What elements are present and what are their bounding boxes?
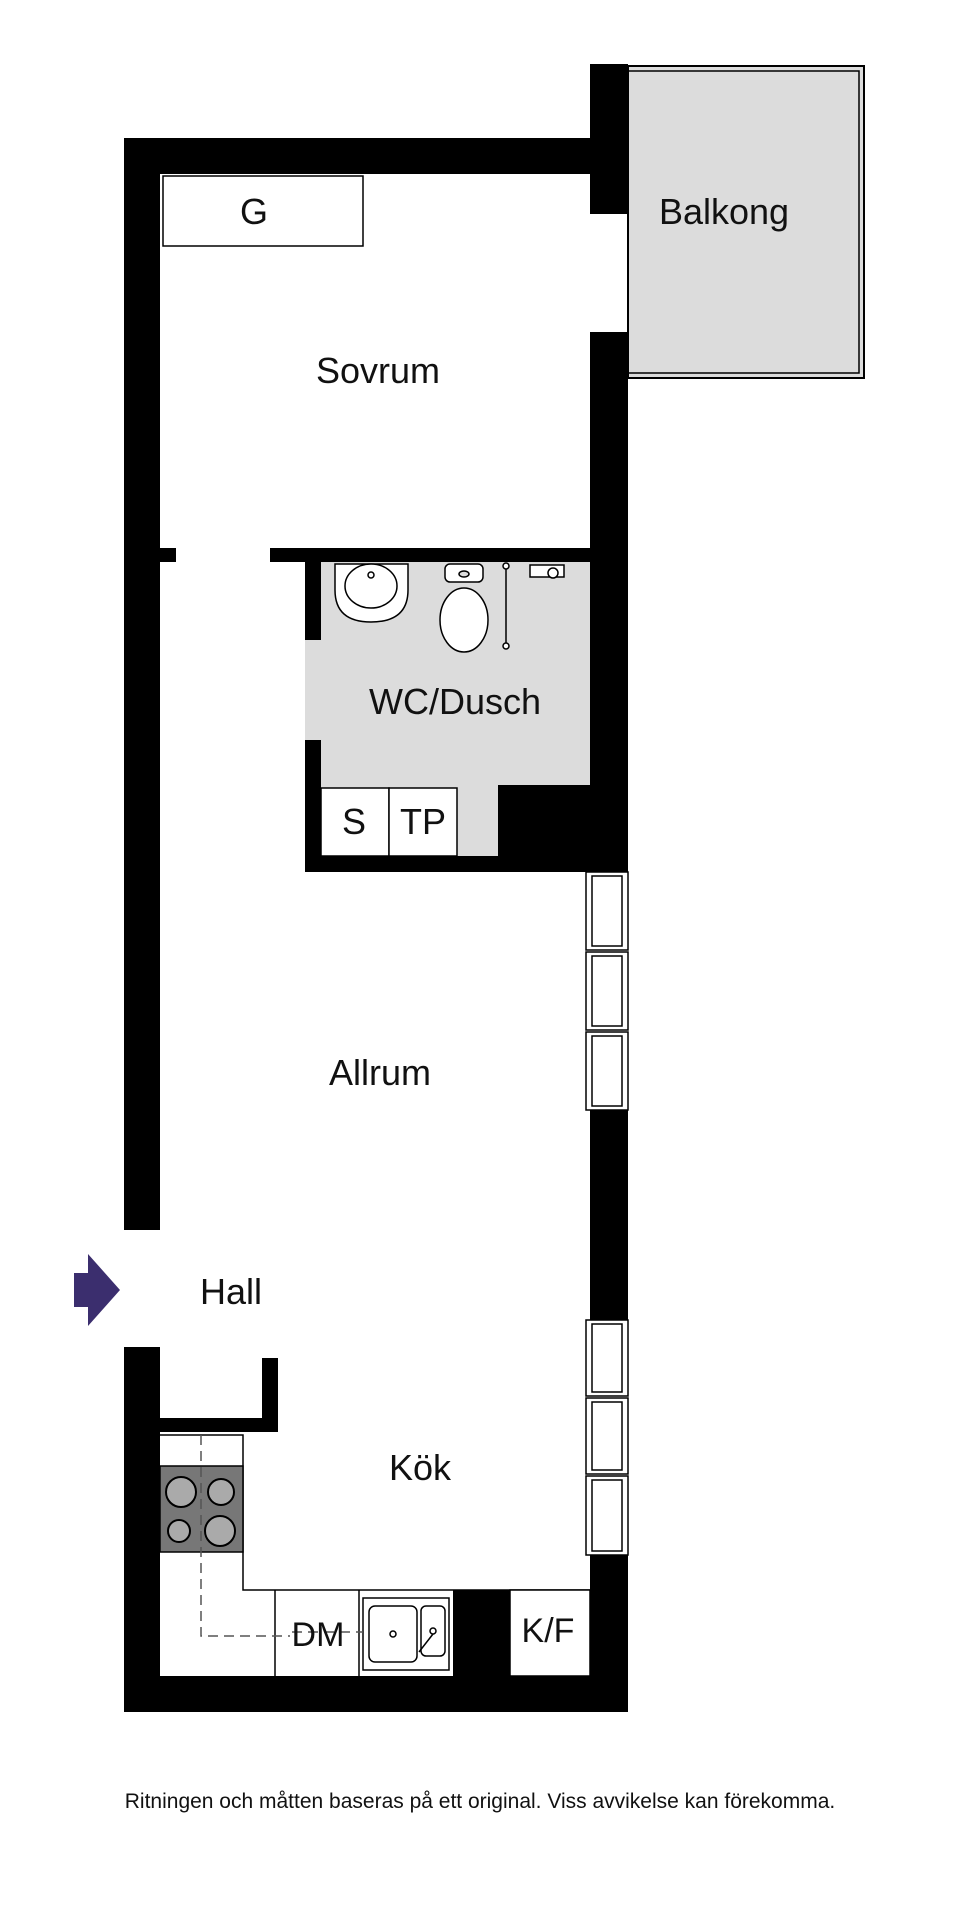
balcony-area — [628, 66, 864, 378]
wardrobe-label: G — [240, 191, 268, 232]
fridge-freezer-label: K/F — [522, 1612, 575, 1650]
kitchen-label: Kök — [389, 1447, 452, 1488]
windows-lower — [585, 1319, 629, 1556]
bedroom-label: Sovrum — [316, 350, 440, 391]
floor-plan: Balkong G Sovrum WC/Dusch S TP Allrum Ha… — [74, 64, 865, 1712]
toilet-icon — [439, 563, 489, 653]
cabinet-s-box — [320, 787, 390, 857]
disclaimer-text: Ritningen och måtten baseras på ett orig… — [124, 1790, 836, 1813]
cabinet-tp-box — [388, 787, 458, 857]
wardrobe — [162, 175, 364, 247]
cabinet-s-label: S — [342, 801, 366, 842]
entrance-arrow-icon — [74, 1254, 120, 1326]
windows-upper — [585, 871, 629, 1111]
sink-icon — [334, 563, 409, 623]
walls — [124, 64, 628, 1712]
hall-label: Hall — [200, 1271, 262, 1312]
upper-cabinet-dashed — [200, 1435, 290, 1637]
kitchen-sink-icon — [362, 1597, 450, 1671]
cabinet-tp-label: TP — [400, 801, 446, 842]
dishwasher-label: DM — [292, 1616, 345, 1654]
fridge-box — [509, 1589, 591, 1677]
balcony-outline-inner — [627, 70, 860, 374]
living-room-label: Allrum — [329, 1052, 431, 1093]
bathroom-label: WC/Dusch — [369, 681, 541, 722]
shower-icon — [502, 562, 565, 650]
balcony-label: Balkong — [659, 191, 789, 232]
